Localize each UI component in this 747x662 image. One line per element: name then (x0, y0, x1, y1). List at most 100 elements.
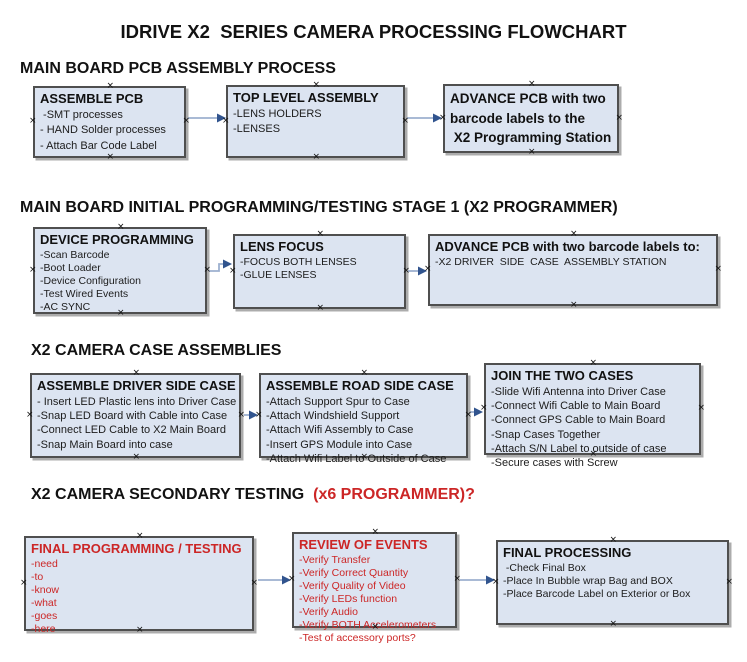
box-item: -LENS HOLDERS (233, 108, 322, 120)
box-title: ADVANCE PCB with two barcode labels to t… (450, 91, 612, 145)
box-item: -LENSES (233, 123, 281, 136)
connection-point-icon: × (136, 531, 144, 541)
box-item: - Insert LED Plastic lens into Driver Ca… (37, 396, 237, 408)
connection-point-icon: × (360, 452, 369, 462)
box-title: ASSEMBLE ROAD SIDE CASE (266, 378, 454, 393)
box-item: -Test of accessory ports? (299, 632, 416, 644)
box-item: -Check Final Box (503, 562, 586, 574)
box-item: -know (31, 584, 60, 596)
box-item: -GLUE LENSES (240, 269, 317, 281)
box-item: -Device Configuration (40, 275, 141, 287)
box-item: -Verify Audio (299, 606, 358, 618)
connection-point-icon: × (203, 264, 211, 275)
connector-arrow-review-to-finalprocessing (460, 575, 495, 585)
flow-box-assemble-road-side-case: ×××× ASSEMBLE ROAD SIDE CASE -Attach Sup… (255, 369, 472, 465)
connection-point-icon: × (312, 80, 321, 90)
connection-point-icon: × (250, 577, 258, 588)
box-item: - HAND Solder processes (40, 124, 166, 137)
connection-point-icon: × (714, 264, 722, 274)
box-title: JOIN THE TWO CASES (491, 368, 634, 383)
box-item: -X2 DRIVER SIDE CASE ASSEMBLY STATION (435, 256, 667, 268)
flow-box-advance-pcb-driver-side: × × × × ADVANCE PCB with two barcode labels… (424, 230, 722, 310)
box-item: -Secure cases with Screw (491, 457, 618, 470)
connection-point-icon: × (132, 452, 141, 462)
connection-point-icon: × (424, 264, 432, 274)
connection-point-icon: × (20, 577, 28, 588)
box-item: -Boot Loader (40, 262, 101, 274)
connection-point-icon: × (570, 229, 578, 239)
connection-point-icon: × (106, 152, 115, 162)
heading-text: X2 CAMERA SECONDARY TESTING (31, 486, 314, 503)
connection-point-icon: × (316, 229, 325, 239)
connection-point-icon: × (492, 576, 500, 587)
box-title: FINAL PROGRAMMING / TESTING (31, 541, 242, 556)
connection-point-icon: × (725, 576, 733, 587)
box-title: ASSEMBLE PCB (40, 91, 144, 106)
box-item: -Attach Support Spur to Case (266, 396, 410, 408)
connection-point-icon: × (570, 300, 578, 310)
box-item: -Scan Barcode (40, 249, 110, 261)
flow-box-final-processing: ×××× FINAL PROCESSING -Check Final Box -… (492, 536, 733, 629)
box-title: TOP LEVEL ASSEMBLY (233, 90, 379, 105)
connection-point-icon: × (316, 303, 325, 313)
connection-point-icon: × (528, 147, 536, 157)
connection-point-icon: × (229, 265, 237, 276)
box-item: -Test Wired Events (40, 288, 129, 300)
box-title: ADVANCE PCB with two barcode labels to: (435, 239, 700, 254)
box-item: -to (31, 571, 44, 583)
box-item: -need (31, 558, 58, 570)
connection-point-icon: × (29, 264, 37, 275)
connection-point-icon: × (106, 81, 115, 91)
box-item: -Snap LED Board with Cable into Case (37, 410, 228, 423)
connection-point-icon: × (29, 116, 37, 126)
box-item: -Connect LED Cable to X2 Main Board (37, 424, 226, 437)
connection-point-icon: × (697, 403, 705, 413)
section-heading-pcb-assembly: MAIN BOARD PCB ASSEMBLY PROCESS (20, 60, 336, 78)
heading-text: MAIN BOARD PCB ASSEMBLY PROCESS (20, 60, 336, 77)
box-item: -Attach Wifi Assembly to Case (266, 424, 414, 437)
heading-text: MAIN BOARD INITIAL PROGRAMMING/TESTING S… (20, 199, 618, 216)
box-item: -AC SYNC (40, 301, 91, 313)
connection-point-icon: × (288, 574, 296, 584)
connector-arrow-toplevel-to-advance (407, 113, 442, 123)
connection-point-icon: × (117, 308, 125, 318)
box-title: REVIEW OF EVENTS (299, 537, 428, 552)
box-item: -Verify LEDs function (299, 593, 398, 605)
connection-point-icon: × (182, 116, 190, 126)
connector-arrow-finalprog-to-review (258, 575, 291, 585)
box-item: -Insert GPS Module into Case (266, 438, 413, 451)
flow-box-advance-pcb-programming-station: ×××× ADVANCE PCB with two barcode labels… (439, 80, 623, 157)
flow-box-assemble-pcb: × × × × ASSEMBLE PCB -SMT processes - HAND … (29, 82, 190, 162)
connection-point-icon: × (312, 152, 321, 162)
connection-point-icon: × (528, 79, 536, 89)
box-item: -Attach Wifi Label to Outside of Case (266, 452, 447, 465)
connection-point-icon: × (117, 222, 125, 232)
box-item: -Verify Quality of Video (299, 580, 406, 592)
box-title: LENS FOCUS (240, 239, 324, 254)
connection-point-icon: × (402, 265, 410, 276)
box-item: -Connect GPS Cable to Main Board (491, 414, 666, 427)
box-item: -FOCUS BOTH LENSES (240, 256, 357, 268)
flow-box-assemble-driver-side-case: ×××× ASSEMBLE DRIVER SIDE CASE - Insert … (26, 369, 245, 462)
box-item: - Attach Bar Code Label (40, 139, 157, 152)
box-item: -Place Barcode Label on Exterior or Box (503, 588, 691, 600)
connection-point-icon: × (371, 527, 380, 537)
box-item: -here (31, 623, 56, 635)
connection-point-icon: × (439, 112, 447, 123)
box-item: -SMT processes (40, 109, 123, 121)
box-item: -Slide Wifi Antenna into Driver Case (491, 386, 666, 398)
flow-box-review-of-events: ×××× REVIEW OF EVENTS -Verify Transfer -… (288, 528, 461, 645)
connection-point-icon: × (360, 368, 369, 378)
section-heading-case-assemblies: X2 CAMERA CASE ASSEMBLIES (31, 342, 281, 360)
flow-box-join-the-two-cases: × × × × JOIN THE TWO CASES -Slide Wifi Ante… (480, 359, 705, 470)
heading-text: X2 CAMERA CASE ASSEMBLIES (31, 342, 282, 359)
connection-point-icon: × (589, 358, 598, 368)
connection-point-icon: × (371, 622, 380, 632)
connection-point-icon: × (480, 403, 488, 413)
connection-point-icon: × (589, 449, 598, 459)
heading-red-text: (x6 PROGRAMMER)? (313, 486, 475, 503)
connection-point-icon: × (609, 535, 618, 545)
flow-box-final-programming-testing: ×××× FINAL PROGRAMMING / TESTING -need -… (20, 532, 258, 636)
box-item: -Snap Cases Together (491, 428, 601, 441)
